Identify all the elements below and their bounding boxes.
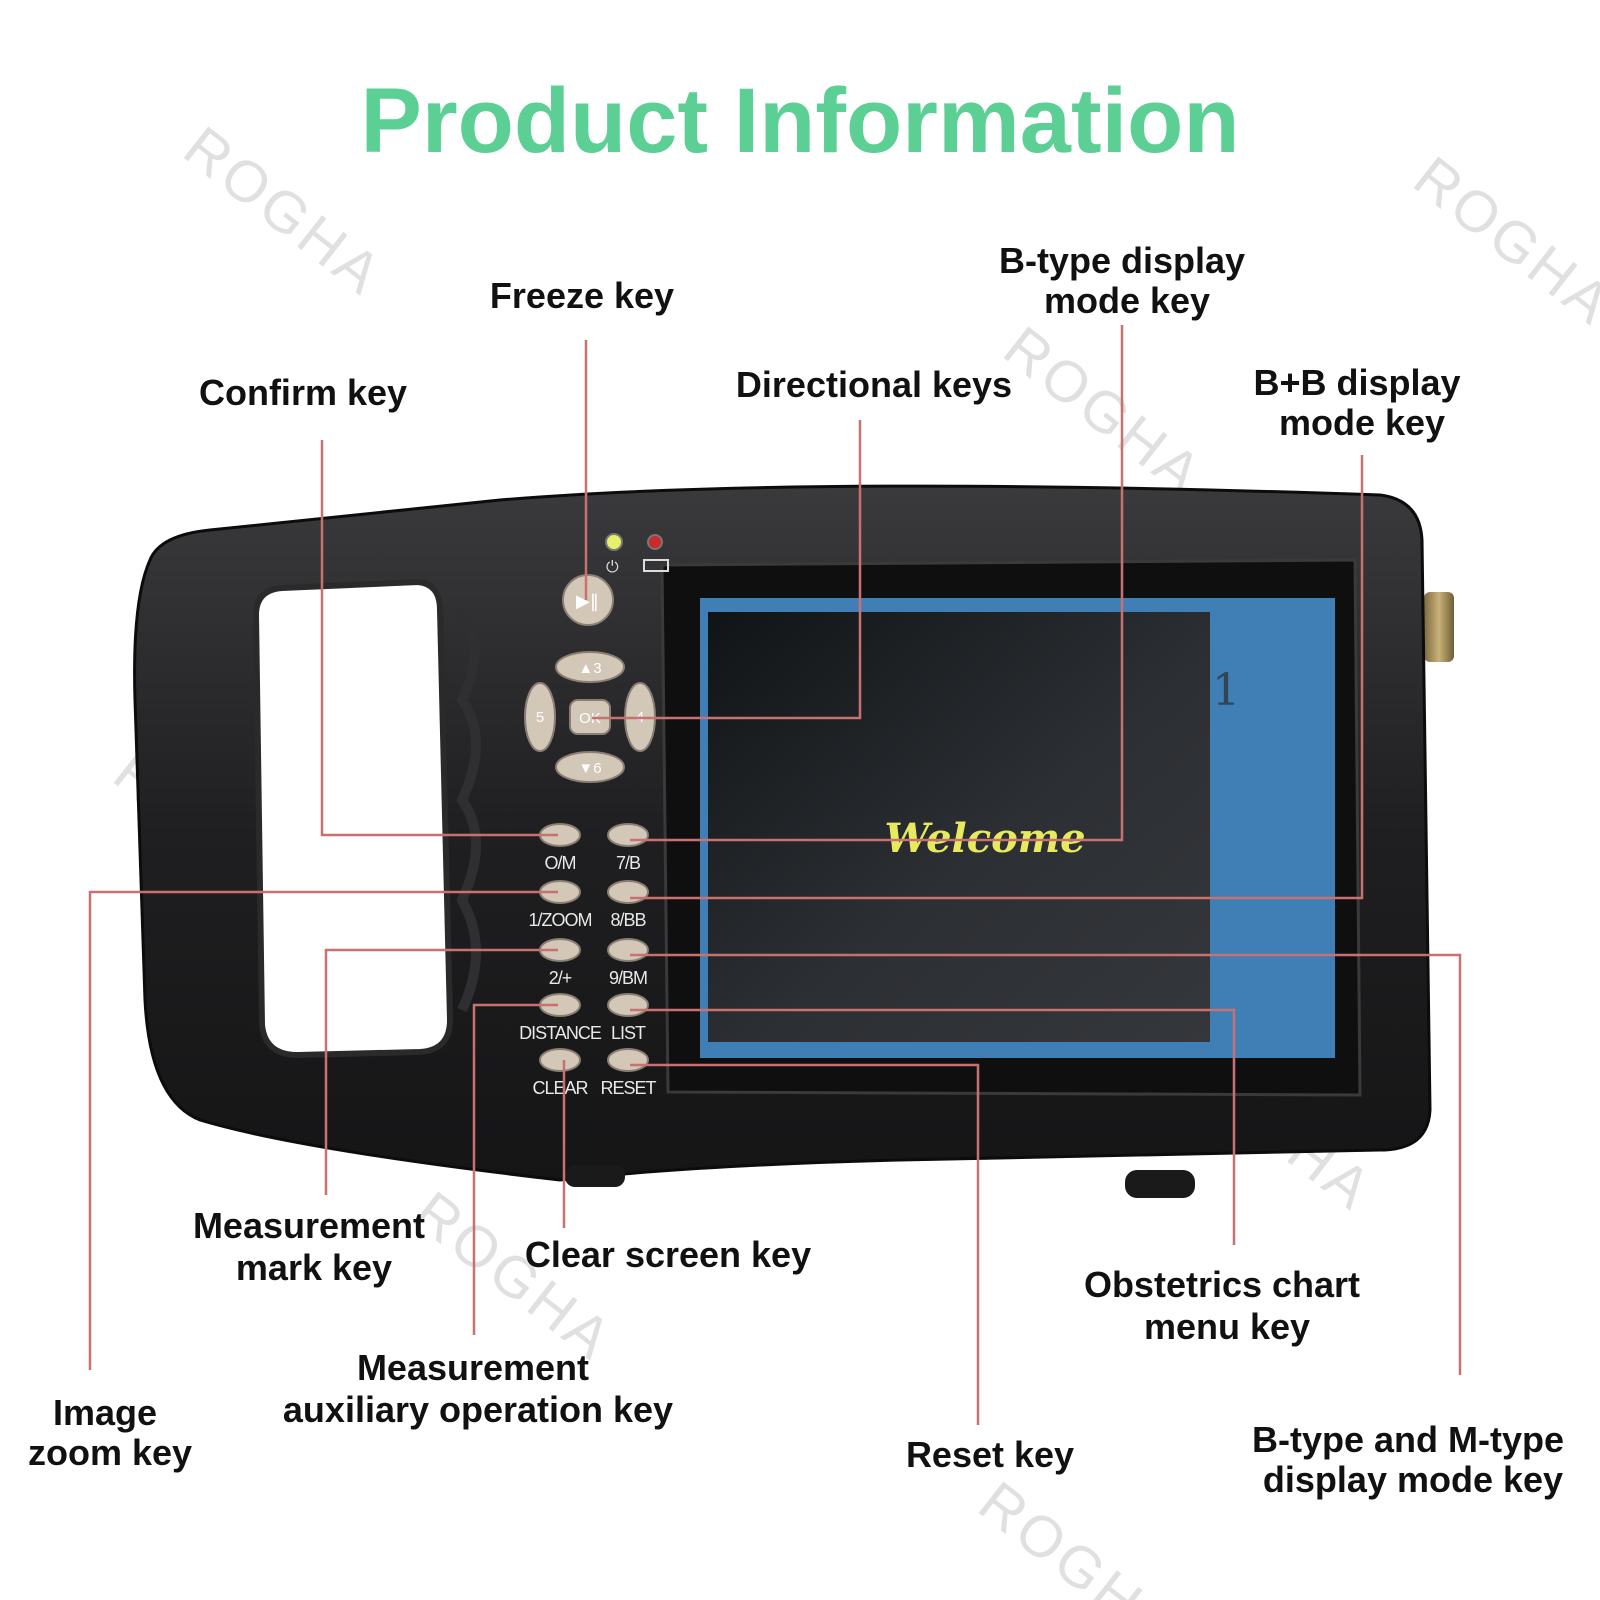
b-m-key-leader — [630, 953, 1462, 1375]
screen-number: 1 — [1212, 665, 1240, 716]
left-key-clear-button[interactable] — [539, 1048, 581, 1072]
callout-labels: Freeze key Confirm key Directional keys … — [28, 240, 1574, 1500]
device-foot — [1125, 1170, 1195, 1198]
power-symbol-icon: ⏻ — [606, 557, 619, 576]
left-key-o-m-label: O/M — [545, 853, 576, 873]
measurement-mark-key-leader — [324, 948, 558, 1195]
b-type-key-label-line1: B-type display — [999, 240, 1245, 281]
left-key-clear-label: CLEAR — [532, 1078, 588, 1098]
measurement-aux-key-label-line2: auxiliary operation key — [283, 1389, 673, 1430]
b-m-key-label: B-type and M-type display mode key — [1252, 1419, 1574, 1500]
clear-screen-key-label: Clear screen key — [525, 1234, 811, 1275]
right-key-reset-label: RESET — [600, 1078, 656, 1098]
measurement-aux-key-label-line1: Measurement — [357, 1347, 589, 1388]
battery-indicator-icon — [647, 534, 663, 550]
right-key-8-bb-button[interactable] — [607, 880, 649, 904]
screen-image-area — [708, 612, 1210, 1042]
measurement-mark-key-label: Measurement mark key — [193, 1205, 435, 1288]
b-type-key-label-line2: mode key — [1044, 280, 1210, 321]
right-key-column: 7/B 8/BB 9/BM LIST RESET — [600, 823, 658, 1098]
right-key-reset-button[interactable] — [607, 1048, 649, 1072]
freeze-icon: ▶‖ — [576, 591, 599, 612]
down-arrow-button[interactable] — [555, 751, 625, 783]
handle-cutout — [252, 578, 454, 1059]
image-zoom-key-label-line2: zoom key — [28, 1432, 192, 1473]
left-key-2-label: 2/+ — [549, 968, 572, 988]
measurement-mark-key-label-line2: mark key — [236, 1247, 392, 1288]
freeze-key-label: Freeze key — [490, 275, 674, 316]
watermark: ROGHA — [967, 1469, 1190, 1600]
connector-icon — [1424, 592, 1454, 662]
measurement-mark-key-label-line1: Measurement — [193, 1205, 425, 1246]
obstetrics-key-leader — [630, 1008, 1236, 1245]
screen-welcome-text: Welcome — [884, 815, 1085, 862]
obstetrics-key-label: Obstetrics chart menu key — [1084, 1264, 1370, 1347]
up-arrow-button[interactable] — [555, 651, 625, 683]
b-type-key-leader — [630, 325, 1124, 842]
obstetrics-key-label-line1: Obstetrics chart — [1084, 1264, 1360, 1305]
watermark: ROGHA — [402, 1179, 625, 1373]
image-zoom-key-label: Image zoom key — [28, 1392, 192, 1473]
b-m-key-label-line2: display mode key — [1263, 1459, 1563, 1500]
right-key-9-bm-button[interactable] — [607, 938, 649, 962]
right-key-7-b-button[interactable] — [607, 823, 649, 847]
page-title: Product Information — [360, 70, 1239, 172]
bb-key-leader — [630, 455, 1364, 900]
watermark: ROGHA — [1402, 144, 1600, 338]
measurement-aux-key-leader — [472, 1003, 558, 1335]
image-zoom-key-label-line1: Image — [53, 1392, 157, 1433]
directional-keys-label: Directional keys — [736, 364, 1012, 405]
down-arrow-label: ▼6 — [578, 760, 601, 777]
up-arrow-label: ▲3 — [578, 660, 601, 677]
b-m-key-label-line1: B-type and M-type — [1252, 1419, 1564, 1460]
image-zoom-key-leader — [88, 890, 558, 1370]
device-foot — [565, 1165, 625, 1187]
confirm-key-label: Confirm key — [199, 372, 407, 413]
power-indicator-icon — [605, 533, 623, 551]
left-key-1-zoom-label: 1/ZOOM — [528, 910, 591, 930]
reset-key-label: Reset key — [906, 1434, 1074, 1475]
confirm-key-leader — [320, 440, 558, 837]
watermark: ROGHA — [992, 314, 1215, 508]
right-key-7-b-label: 7/B — [616, 853, 641, 873]
obstetrics-key-label-line2: menu key — [1144, 1306, 1310, 1347]
bb-key-label: B+B display mode key — [1253, 362, 1470, 443]
bb-key-label-line1: B+B display — [1253, 362, 1460, 403]
right-key-list-label: LIST — [611, 1023, 646, 1043]
left-arrow-label: 5 — [536, 709, 544, 726]
right-key-8-bb-label: 8/BB — [610, 910, 646, 930]
measurement-aux-key-label: Measurement auxiliary operation key — [283, 1347, 673, 1430]
left-key-distance-label: DISTANCE — [519, 1023, 602, 1043]
b-type-key-label: B-type display mode key — [999, 240, 1255, 321]
leader-lines — [88, 325, 1462, 1425]
freeze-button[interactable] — [562, 574, 614, 626]
left-arrow-button[interactable] — [524, 682, 556, 752]
ok-label: OK — [579, 710, 601, 727]
bb-key-label-line2: mode key — [1279, 402, 1445, 443]
battery-symbol-icon — [643, 559, 669, 572]
reset-key-leader — [630, 1063, 980, 1425]
directional-keys-leader — [592, 420, 862, 720]
right-key-list-button[interactable] — [607, 993, 649, 1017]
right-key-9-bm-label: 9/BM — [609, 968, 647, 988]
ultrasound-device: 1 Welcome ⏻ ▶‖ ▲3 ▼6 5 4 OK O/M1/ZOOM2/+… — [133, 484, 1454, 1198]
grip-ridges — [451, 606, 481, 1013]
